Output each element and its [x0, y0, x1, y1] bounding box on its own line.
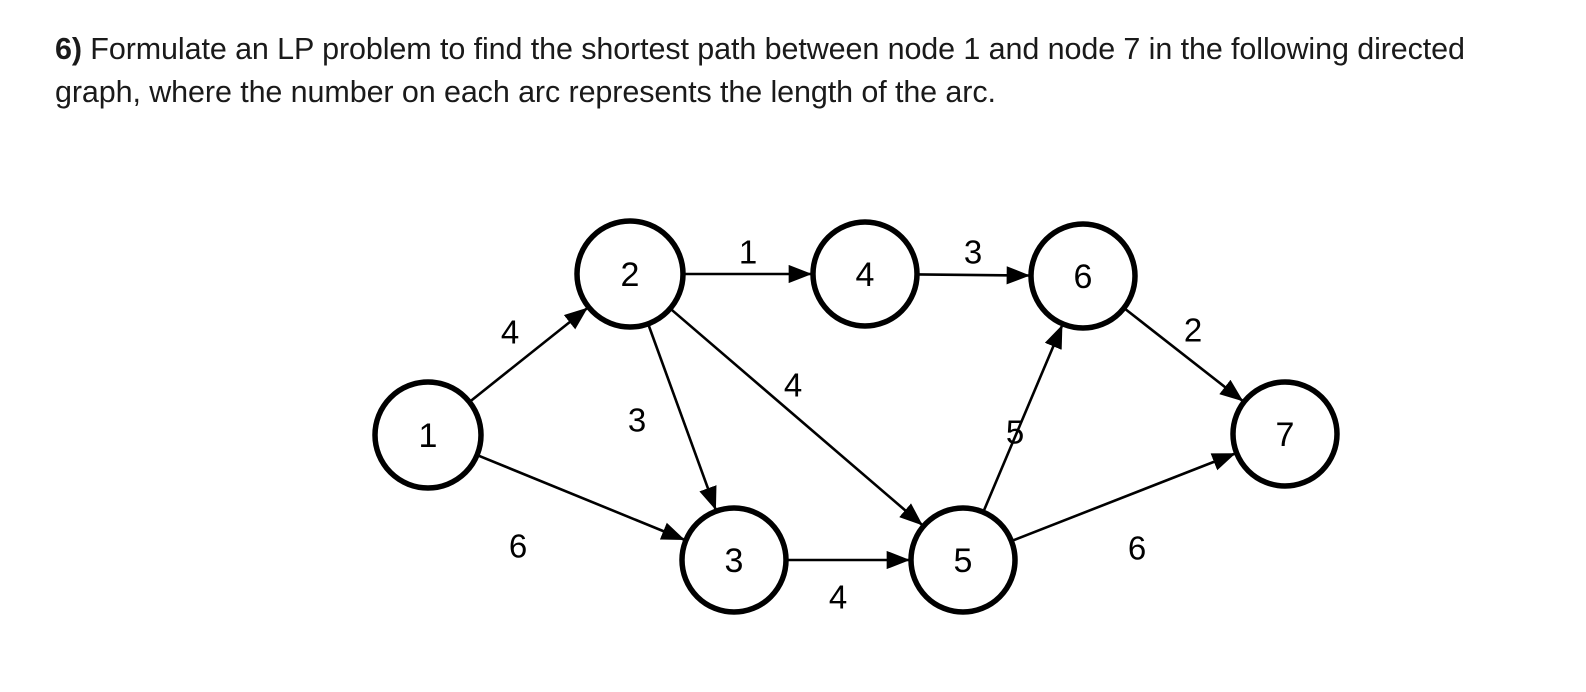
- question-body-text: Formulate an LP problem to find the shor…: [55, 32, 1465, 110]
- node-circle-3: [679, 505, 789, 615]
- directed-graph-figure: 4 6 1 3 4 4 3 5 6 2 1 2 3 4 5 6 7: [0, 150, 1586, 690]
- graph-node-7: 7: [1230, 379, 1340, 489]
- arc-weight-label-2-3: 3: [628, 402, 646, 439]
- arc-weight-label-1-2: 4: [501, 314, 519, 351]
- graph-node-6: 6: [1028, 221, 1138, 331]
- graph-node-1: 1: [372, 379, 484, 491]
- node-label-7: 7: [1276, 416, 1295, 454]
- graph-nodes-layer: 1 2 3 4 5 6 7: [372, 218, 1340, 615]
- node-label-3: 3: [725, 542, 744, 580]
- graph-arc-5-to-7: [1011, 452, 1236, 542]
- node-label-2: 2: [621, 256, 640, 294]
- arc-weight-label-5-7: 6: [1128, 530, 1146, 567]
- node-circle-6: [1028, 221, 1138, 331]
- graph-arc-2-to-3: [647, 324, 717, 511]
- question-statement: 6) Formulate an LP problem to find the s…: [55, 28, 1515, 115]
- graph-node-4: 4: [810, 219, 920, 329]
- node-label-6: 6: [1074, 258, 1093, 296]
- arc-weight-label-4-6: 3: [964, 234, 982, 271]
- node-circle-1: [372, 379, 484, 491]
- graph-node-2: 2: [574, 218, 686, 330]
- graph-arc-1-to-2: [469, 307, 588, 403]
- graph-arc-5-to-6: [982, 324, 1063, 512]
- node-circle-4: [810, 219, 920, 329]
- node-circle-2: [574, 218, 686, 330]
- graph-node-5: 5: [908, 505, 1018, 615]
- graph-canvas: 4 6 1 3 4 4 3 5 6 2 1 2 3 4 5 6 7: [372, 218, 1340, 616]
- graph-arc-4-to-6: [917, 266, 1031, 285]
- node-circle-5: [908, 505, 1018, 615]
- node-label-4: 4: [856, 256, 875, 294]
- arc-weight-label-6-7: 2: [1184, 312, 1202, 349]
- arc-weight-label-2-4: 1: [739, 234, 757, 271]
- node-label-1: 1: [419, 417, 438, 455]
- graph-edge-labels-layer: 4 6 1 3 4 4 3 5 6 2: [501, 234, 1202, 616]
- arc-weight-label-5-6: 5: [1006, 414, 1024, 451]
- node-circle-7: [1230, 379, 1340, 489]
- graph-node-3: 3: [679, 505, 789, 615]
- graph-arc-1-to-3: [477, 454, 685, 541]
- arc-weight-label-3-5: 4: [829, 579, 847, 616]
- graph-arc-2-to-5: [670, 308, 923, 526]
- node-label-5: 5: [954, 542, 973, 580]
- graph-edges-layer: [469, 264, 1244, 570]
- arc-weight-label-2-5: 4: [784, 367, 802, 404]
- question-number: 6): [55, 32, 82, 66]
- arc-weight-label-1-3: 6: [509, 528, 527, 565]
- graph-arc-6-to-7: [1123, 307, 1244, 402]
